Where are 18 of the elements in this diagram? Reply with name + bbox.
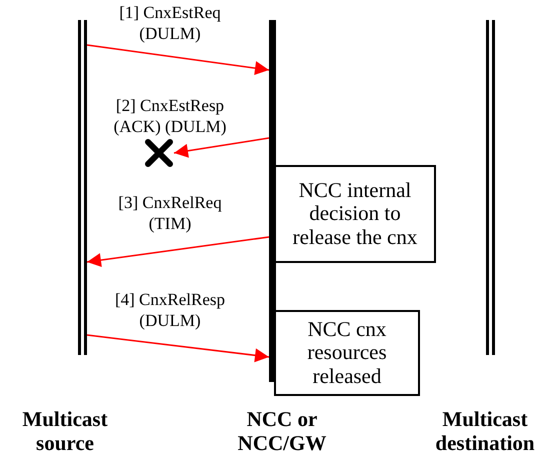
lifeline <box>486 20 495 355</box>
note-text: NCC cnx resources released <box>306 318 388 388</box>
message-arrow <box>86 44 270 76</box>
note-box <box>274 165 436 263</box>
lifeline-title: NCC or NCC/GW <box>236 408 328 456</box>
lifeline-title: Multicast destination <box>434 408 536 456</box>
edge-label: [1] CnxEstReq (DULM) <box>118 2 222 44</box>
edge-label: [4] CnxRelResp (DULM) <box>114 289 226 332</box>
cross-mark-icon <box>144 138 174 168</box>
edge-label: [2] CnxEstResp (ACK) (DULM) <box>112 95 228 138</box>
lifeline <box>78 20 87 355</box>
message-arrow <box>86 236 270 268</box>
note-text: NCC internal decision to release the cnx <box>292 179 418 249</box>
message-arrow <box>86 334 270 362</box>
message-arrow <box>174 137 270 158</box>
lifeline-title: Multicast source <box>21 408 109 456</box>
edge-label: [3] CnxRelReq (TIM) <box>117 192 223 234</box>
note-box <box>274 310 420 396</box>
